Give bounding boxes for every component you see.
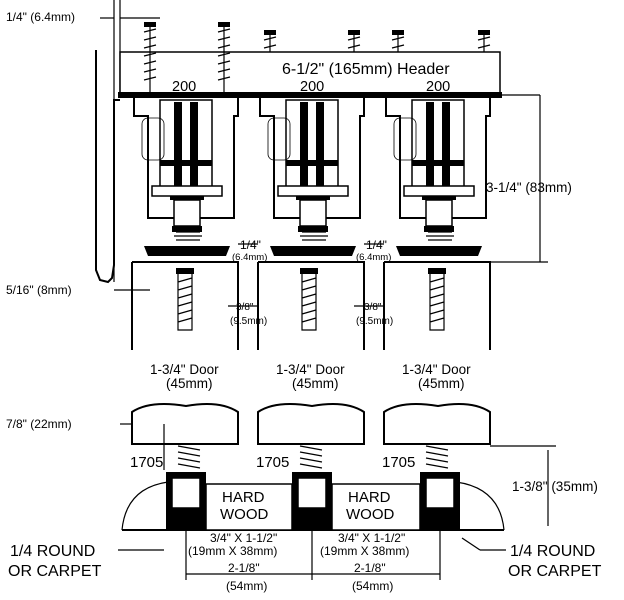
hardwood-size-label: 3/4" X 1-1/2" bbox=[338, 531, 405, 545]
guide-height-label: 1-3/8" (35mm) bbox=[512, 479, 598, 494]
gap-top-label: 1/4" bbox=[240, 238, 261, 252]
door-label: 1-3/4" Door bbox=[402, 362, 471, 377]
hardware-height-label: 3-1/4" (83mm) bbox=[486, 180, 572, 195]
guide-springs bbox=[177, 445, 449, 469]
gap-inner-label: 3/8" bbox=[364, 302, 382, 313]
hardwood-size-label: 3/4" X 1-1/2" bbox=[210, 531, 277, 545]
door-top bbox=[131, 261, 239, 350]
door-bottom bbox=[383, 403, 491, 445]
floor-guide-channel bbox=[420, 472, 460, 530]
floor-guide-part-label: 1050 bbox=[172, 514, 195, 525]
trim-label: OR CARPET bbox=[508, 563, 602, 580]
guide-part-label: 1705 bbox=[256, 454, 289, 471]
header-screws bbox=[143, 22, 491, 92]
door-label: 1-3/4" Door bbox=[276, 362, 345, 377]
screw bbox=[263, 30, 277, 52]
screw bbox=[391, 30, 405, 52]
header-label: 6-1/2" (165mm) Header bbox=[282, 61, 450, 78]
header-board bbox=[118, 51, 540, 98]
screw bbox=[347, 30, 361, 52]
door-bottom bbox=[257, 403, 365, 445]
screw bbox=[143, 22, 157, 92]
hardwood-block bbox=[331, 483, 421, 531]
gap-top-label: 1/4" bbox=[366, 238, 387, 252]
door-label-mm: (45mm) bbox=[166, 376, 213, 391]
hardwood-label: WOOD bbox=[346, 506, 394, 523]
dimension-lines bbox=[100, 17, 556, 580]
track-label: 200 bbox=[172, 79, 196, 95]
floor-guide-part-label: 1050 bbox=[426, 514, 449, 525]
floor-guide-channel bbox=[166, 472, 206, 530]
hardwood-label: HARD bbox=[348, 489, 391, 506]
door-label: 1-3/4" Door bbox=[150, 362, 219, 377]
door-offset-label: 5/16" (8mm) bbox=[6, 283, 72, 297]
door-bottom bbox=[131, 403, 239, 470]
door-top bbox=[257, 261, 365, 350]
door-top bbox=[383, 261, 491, 350]
track-label: 200 bbox=[426, 79, 450, 95]
wall-jamb bbox=[95, 0, 121, 284]
hanger-assembly bbox=[385, 98, 491, 256]
trim-label: 1/4 ROUND bbox=[510, 543, 595, 560]
spacing-label: 2-1/8" bbox=[354, 561, 386, 575]
hanger-assembly bbox=[259, 98, 365, 256]
gap-inner-mm-label: (9.5mm) bbox=[356, 316, 393, 327]
trim-label: 1/4 ROUND bbox=[10, 543, 95, 560]
hardwood-size-mm-label: (19mm X 38mm) bbox=[320, 544, 409, 558]
trim-label: OR CARPET bbox=[8, 563, 102, 580]
guide-part-label: 1705 bbox=[130, 454, 163, 471]
track-label: 200 bbox=[300, 79, 324, 95]
floor-guide-part-label: 1050 bbox=[298, 514, 321, 525]
hardwood-block bbox=[205, 483, 293, 531]
screw bbox=[477, 30, 491, 52]
gap-top-mm-label: (6.4mm) bbox=[232, 252, 267, 263]
spacing-mm-label: (54mm) bbox=[352, 579, 393, 593]
door-label-mm: (45mm) bbox=[418, 376, 465, 391]
hardwood-label: HARD bbox=[222, 489, 265, 506]
guide-part-label: 1705 bbox=[382, 454, 415, 471]
hardwood-label: WOOD bbox=[220, 506, 268, 523]
gap-inner-mm-label: (9.5mm) bbox=[230, 316, 267, 327]
top-offset-label: 1/4" (6.4mm) bbox=[6, 10, 75, 24]
door-label-mm: (45mm) bbox=[292, 376, 339, 391]
hardwood-size-mm-label: (19mm X 38mm) bbox=[188, 544, 277, 558]
screw bbox=[217, 22, 231, 92]
gap-inner-label: 3/8" bbox=[236, 302, 254, 313]
hanger-assembly bbox=[133, 98, 239, 256]
spacing-mm-label: (54mm) bbox=[226, 579, 267, 593]
spacing-label: 2-1/8" bbox=[228, 561, 260, 575]
floor-guide-channel bbox=[292, 472, 332, 530]
gap-top-mm-label: (6.4mm) bbox=[356, 252, 391, 263]
floor-offset-label: 7/8" (22mm) bbox=[6, 417, 72, 431]
